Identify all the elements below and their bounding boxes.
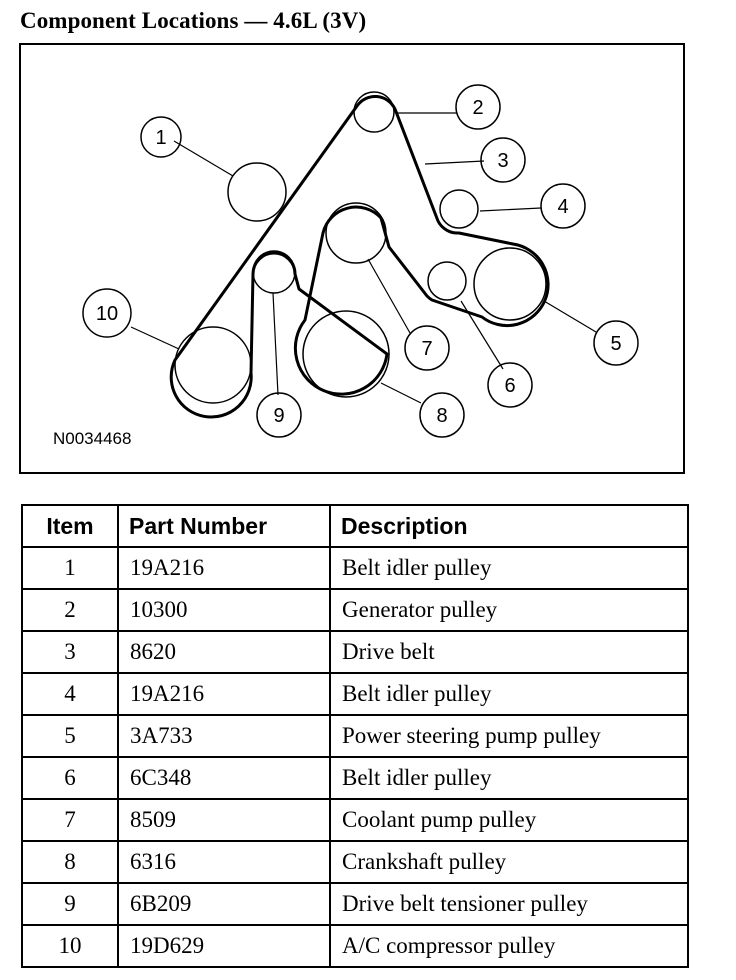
table-row: 6 6C348 Belt idler pulley (21, 756, 689, 800)
description-cell: A/C compressor pulley (329, 924, 689, 968)
callout-circle-1 (140, 116, 182, 158)
pulley-2 (353, 91, 395, 133)
table-row: 5 3A733 Power steering pump pulley (21, 714, 689, 758)
callout-label-9: 9 (273, 405, 284, 427)
pulley-10 (174, 326, 252, 404)
table-row: 4 19A216 Belt idler pulley (21, 672, 689, 716)
belt-routing-diagram: 1 2 3 4 5 6 7 8 9 10 N0034468 (19, 43, 685, 474)
table-row: 7 8509 Coolant pump pulley (21, 798, 689, 842)
item-cell: 2 (21, 588, 119, 632)
table-row: 9 6B209 Drive belt tensioner pulley (21, 882, 689, 926)
parts-table: Item Part Number Description 1 19A216 Be… (21, 504, 689, 968)
callout-circle-6 (487, 362, 533, 408)
item-cell: 1 (21, 546, 119, 590)
pulley-5 (473, 247, 547, 321)
belt-routing-svg: 1 2 3 4 5 6 7 8 9 10 N0034468 (53, 84, 639, 448)
callout-circle-4 (540, 183, 586, 229)
description-cell: Power steering pump pulley (329, 714, 689, 758)
description-cell: Belt idler pulley (329, 756, 689, 800)
part-number-cell: 19D629 (117, 924, 331, 968)
callout-label-6: 6 (504, 375, 515, 397)
item-cell: 8 (21, 840, 119, 884)
description-cell: Drive belt (329, 630, 689, 674)
callout-circle-7 (404, 325, 450, 371)
table-row: 10 19D629 A/C compressor pulley (21, 924, 689, 968)
part-number-cell: 8509 (117, 798, 331, 842)
part-number-cell: 6C348 (117, 756, 331, 800)
item-cell: 10 (21, 924, 119, 968)
description-cell: Drive belt tensioner pulley (329, 882, 689, 926)
callout-label-8: 8 (436, 405, 447, 427)
callout-label-1: 1 (155, 127, 166, 149)
description-cell: Belt idler pulley (329, 672, 689, 716)
part-number-cell: 6B209 (117, 882, 331, 926)
table-row: 1 19A216 Belt idler pulley (21, 546, 689, 590)
callout-label-3: 3 (497, 150, 508, 172)
description-cell: Crankshaft pulley (329, 840, 689, 884)
item-cell: 9 (21, 882, 119, 926)
pulley-4 (439, 189, 479, 229)
callout-circle-8 (419, 392, 465, 438)
page-title: Component Locations — 4.6L (3V) (20, 8, 367, 33)
callout-circle-10 (82, 288, 132, 338)
callout-circle-3 (480, 137, 526, 183)
header-part-number: Part Number (117, 504, 331, 548)
pulley-1 (227, 162, 287, 222)
description-cell: Coolant pump pulley (329, 798, 689, 842)
drive-belt (169, 95, 550, 419)
header-description: Description (329, 504, 689, 548)
part-number-cell: 10300 (117, 588, 331, 632)
pulley-6 (427, 261, 467, 301)
item-cell: 4 (21, 672, 119, 716)
callout-label-10: 10 (96, 303, 118, 325)
table-row: 8 6316 Crankshaft pulley (21, 840, 689, 884)
part-number-cell: 8620 (117, 630, 331, 674)
item-cell: 6 (21, 756, 119, 800)
callout-circle-5 (593, 320, 639, 366)
callout-label-5: 5 (610, 333, 621, 355)
item-cell: 3 (21, 630, 119, 674)
header-item: Item (21, 504, 119, 548)
part-number-cell: 19A216 (117, 546, 331, 590)
callout-label-4: 4 (557, 196, 568, 218)
table-header-row: Item Part Number Description (21, 504, 689, 548)
description-cell: Belt idler pulley (329, 546, 689, 590)
callout-circle-2 (455, 84, 501, 130)
callout-label-7: 7 (421, 338, 432, 360)
pulley-8 (302, 310, 390, 398)
table-row: 2 10300 Generator pulley (21, 588, 689, 632)
figure-id: N0034468 (53, 429, 131, 448)
part-number-cell: 3A733 (117, 714, 331, 758)
callout-label-2: 2 (472, 97, 483, 119)
description-cell: Generator pulley (329, 588, 689, 632)
item-cell: 5 (21, 714, 119, 758)
item-cell: 7 (21, 798, 119, 842)
table-row: 3 8620 Drive belt (21, 630, 689, 674)
part-number-cell: 19A216 (117, 672, 331, 716)
pulley-7 (325, 202, 387, 264)
callout-circle-9 (256, 392, 302, 438)
part-number-cell: 6316 (117, 840, 331, 884)
